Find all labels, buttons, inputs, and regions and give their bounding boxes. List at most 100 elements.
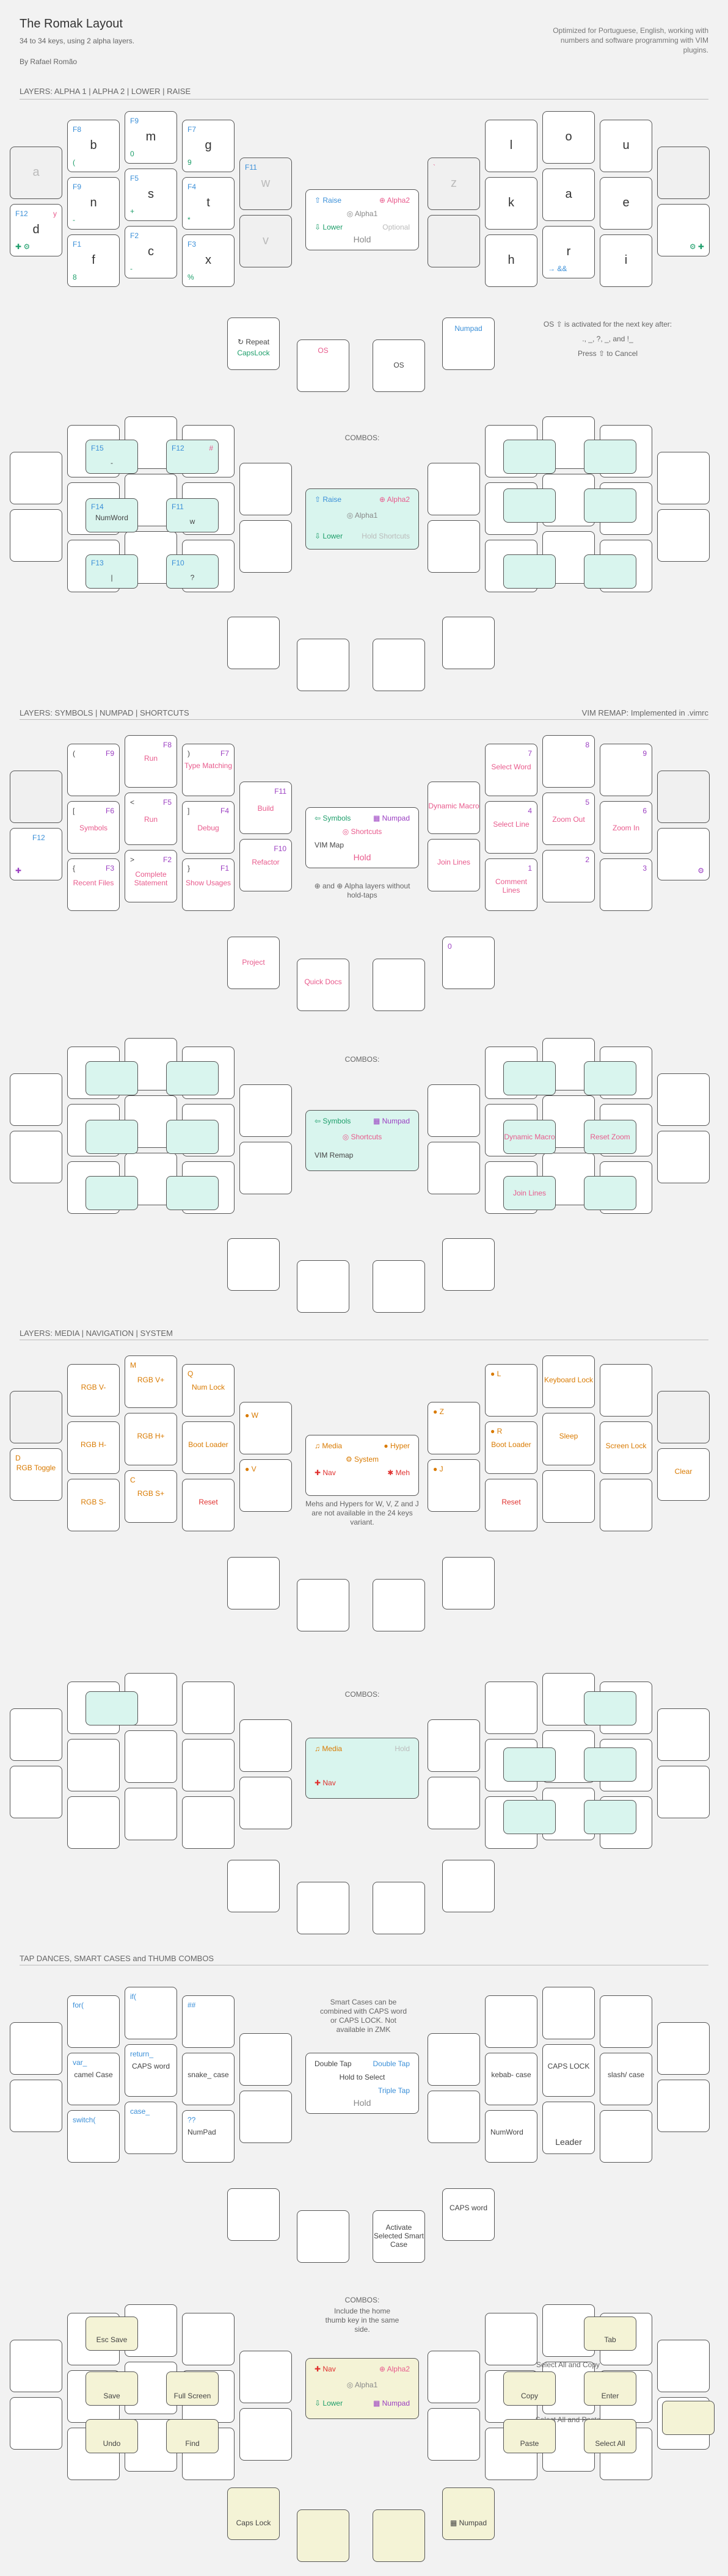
key — [182, 1739, 235, 1791]
key-label: RGB V- — [81, 1383, 106, 1391]
key-sub: F2 — [162, 855, 172, 864]
key-label: NumWord — [490, 2128, 523, 2136]
key-label: 8 — [585, 741, 589, 749]
section-divider — [20, 719, 708, 720]
key-thumb — [442, 617, 495, 669]
key — [10, 2397, 62, 2450]
legend-meh: ✱ Meh — [387, 1468, 410, 1477]
key-tag: Run — [144, 754, 158, 763]
key-thumb — [442, 1238, 495, 1291]
key-tag: Build — [257, 804, 274, 813]
section-title-media: LAYERS: MEDIA | NAVIGATION | SYSTEM — [20, 1329, 173, 1338]
key-tag: Zoom Out — [552, 815, 585, 824]
key-label: ( — [73, 749, 75, 758]
key — [10, 452, 62, 504]
legend-raise: ⇧ Raise — [315, 495, 342, 504]
key: h — [485, 234, 537, 287]
key-label: v — [263, 234, 269, 247]
key-tag: * — [187, 216, 191, 224]
key: Reset — [485, 1479, 537, 1531]
key-sub: F2 — [130, 231, 139, 240]
key — [239, 2033, 292, 2086]
key-label: Q — [187, 1370, 194, 1378]
legend-hold: Hold — [395, 1744, 410, 1753]
key: ⚙ ✚ — [657, 204, 710, 256]
combo-box — [584, 1691, 636, 1725]
combo-box — [503, 488, 556, 523]
key: Join Lines — [428, 839, 480, 891]
key: Boot Loader — [182, 1421, 235, 1474]
key-tag: Run — [144, 815, 158, 824]
key — [67, 1739, 120, 1791]
key-label: D — [15, 1454, 21, 1462]
key — [239, 2091, 292, 2143]
key-label: C — [130, 1476, 136, 1484]
key-thumb — [297, 2210, 349, 2263]
combo-box: F12 # — [166, 440, 219, 474]
legend-nav: ✚ Nav — [315, 1779, 336, 1787]
combo-label: Copy — [520, 2392, 538, 2400]
key-sub: F3 — [105, 864, 114, 873]
key-tag: RGB Toggle — [16, 1464, 56, 1472]
key-thumb — [442, 1557, 495, 1609]
key — [428, 215, 480, 267]
key-tag: Zoom In — [612, 824, 639, 832]
combo-box — [166, 1120, 219, 1154]
key — [600, 1479, 652, 1531]
combo-label: Full Screen — [173, 2392, 211, 2400]
key-label: kebab- case — [491, 2070, 531, 2079]
combo-box: Tab — [584, 2317, 636, 2351]
combo-box — [503, 1747, 556, 1782]
key-sub: F5 — [130, 174, 139, 183]
combo-glyph: Reset Zoom — [590, 1133, 630, 1141]
combo-box: Select All — [584, 2419, 636, 2453]
key-tag: 9 — [187, 158, 192, 167]
key-label: ) — [187, 749, 190, 758]
section-title-tap: TAP DANCES, SMART CASES and THUMB COMBOS — [20, 1954, 214, 1963]
combo-label: Save — [103, 2392, 120, 2400]
key-label: Reset — [501, 1498, 521, 1506]
key-label: Leader — [555, 2137, 582, 2147]
key-label: 6 — [642, 807, 647, 815]
combo-box: Enter — [584, 2371, 636, 2406]
key-label: h — [508, 253, 515, 267]
combo-glyph: Dynamic Macro — [504, 1133, 555, 1141]
layer-legend: ♫ Media ● Hyper ⚙ System ✚ Nav ✱ Meh — [305, 1435, 419, 1496]
key — [239, 2351, 292, 2403]
key-label: case_ — [130, 2107, 150, 2116]
key-label: w — [261, 176, 271, 190]
key-label: Boot Loader — [188, 1440, 228, 1449]
combo-label: F12 — [172, 444, 184, 452]
key-thumb — [297, 639, 349, 691]
key: v — [239, 215, 292, 267]
key — [657, 1391, 710, 1443]
key: RGB S- — [67, 1479, 120, 1531]
key — [428, 2408, 480, 2461]
key: RGB H+ — [125, 1413, 177, 1465]
key — [657, 2022, 710, 2075]
key: NumWord — [485, 2110, 537, 2163]
combo-legend: ♫ Media Hold ✚ Nav — [305, 1738, 419, 1799]
legend-holdselect: Hold to Select — [339, 2073, 385, 2081]
combo-label: F13 — [91, 559, 104, 567]
legend-hold: Hold — [353, 852, 371, 862]
key-tag: Recent Files — [73, 879, 114, 887]
key: F2 c - — [125, 226, 177, 278]
legend-nav: ✚ Nav — [315, 1468, 336, 1477]
combo-label: Find — [185, 2439, 200, 2448]
combo-box — [503, 1061, 556, 1095]
key-thumb — [373, 959, 425, 1011]
combo-box — [584, 554, 636, 589]
key — [657, 147, 710, 199]
key — [10, 1708, 62, 1761]
key-label: { — [73, 864, 76, 873]
key-sub: F7 — [187, 125, 197, 134]
key-thumb — [373, 1579, 425, 1631]
key-tag: Comment Lines — [495, 877, 527, 894]
zero-label: 0 — [448, 942, 452, 951]
key-label: CAPS LOCK — [547, 2062, 590, 2070]
key: F4 t * — [182, 177, 235, 230]
